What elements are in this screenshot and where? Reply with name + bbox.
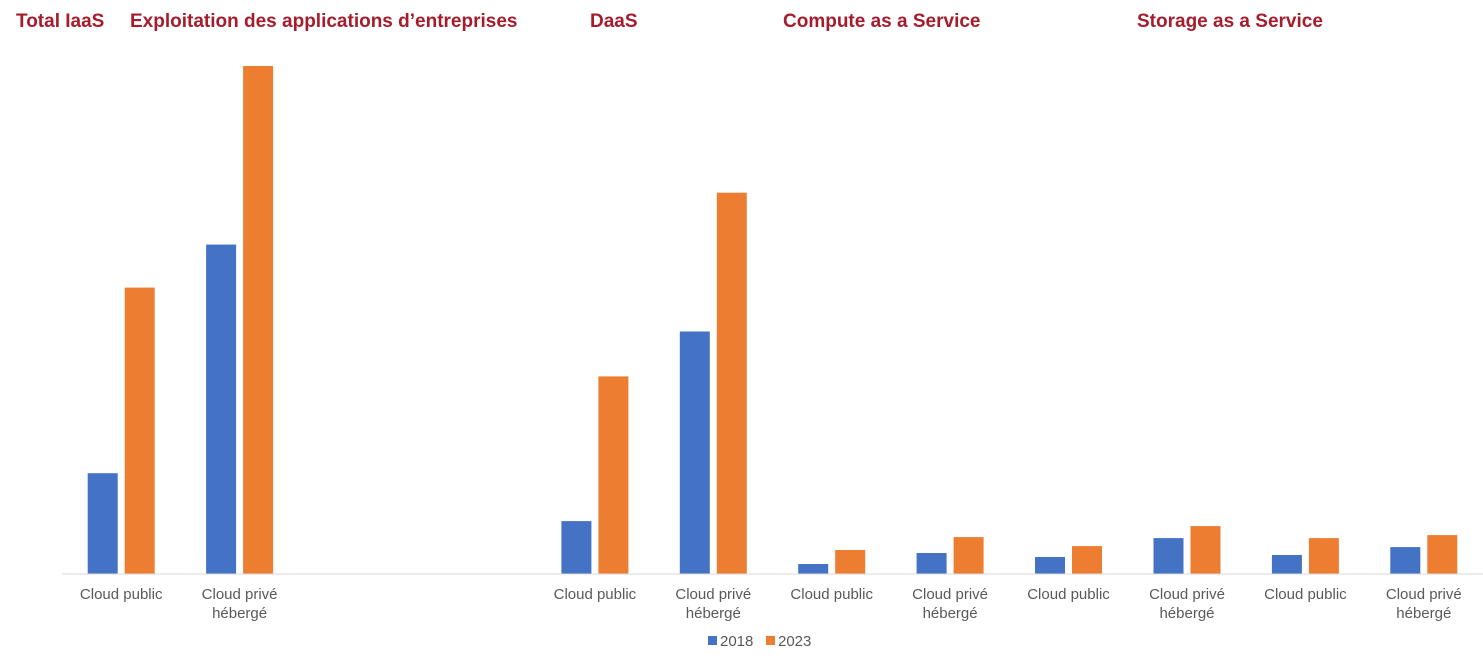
- x-tick-label: Cloud privé: [202, 586, 278, 603]
- bar-2018-category-7: [916, 553, 947, 574]
- legend-label-2018: 2018: [720, 633, 753, 650]
- x-tick-label: hébergé: [212, 605, 267, 622]
- bar-2023-category-4: [598, 376, 629, 574]
- bar-2018-category-1: [206, 244, 237, 574]
- x-tick-label: Cloud public: [1264, 586, 1347, 603]
- legend: 2018 2023: [708, 633, 811, 650]
- bar-2023-category-11: [1427, 535, 1458, 574]
- bar-2018-category-10: [1271, 555, 1302, 574]
- x-tick-label: Cloud privé: [1386, 586, 1462, 603]
- x-tick-label: hébergé: [1159, 605, 1214, 622]
- bar-2023-category-9: [1190, 526, 1221, 574]
- x-tick-label: hébergé: [686, 605, 741, 622]
- bar-2023-category-10: [1308, 538, 1339, 574]
- bar-2018-category-11: [1390, 547, 1421, 574]
- x-tick-label: Cloud public: [80, 586, 163, 603]
- bar-2023-category-6: [835, 550, 866, 574]
- legend-swatch-2018: [708, 636, 717, 645]
- group-title-total-iaas: Total IaaS: [16, 11, 104, 32]
- legend-label-2023: 2023: [778, 633, 811, 650]
- group-titles: Total IaaS Exploitation des applications…: [16, 11, 1323, 32]
- x-tick-label: Cloud privé: [1149, 586, 1225, 603]
- bar-2018-category-4: [561, 521, 592, 574]
- bar-2018-category-8: [1035, 557, 1065, 574]
- x-tick-label: hébergé: [923, 605, 978, 622]
- bar-2018-category-6: [798, 564, 829, 574]
- bars: [87, 66, 1458, 574]
- x-tick-label: Cloud privé: [912, 586, 988, 603]
- bar-2023-category-5: [716, 192, 747, 574]
- x-tick-label: Cloud public: [790, 586, 873, 603]
- group-title-compute: Compute as a Service: [783, 11, 980, 32]
- x-tick-label: Cloud public: [554, 586, 637, 603]
- bar-2023-category-7: [953, 537, 984, 574]
- legend-swatch-2023: [766, 636, 775, 645]
- bar-2023-category-8: [1072, 546, 1102, 574]
- bar-2018-category-9: [1153, 538, 1184, 574]
- bar-2018-category-0: [87, 473, 118, 574]
- group-title-daas: DaaS: [590, 11, 638, 32]
- x-tick-label: Cloud public: [1027, 586, 1110, 603]
- group-title-storage: Storage as a Service: [1137, 11, 1323, 32]
- bar-2023-category-1: [243, 66, 274, 574]
- x-tick-label: Cloud privé: [675, 586, 751, 603]
- bar-2023-category-0: [124, 287, 155, 574]
- bar-2018-category-5: [679, 331, 710, 574]
- x-tick-labels: Cloud public Cloud privé hébergé Cloud publ…: [80, 586, 1462, 622]
- group-title-applications: Exploitation des applications d’entrepri…: [130, 11, 517, 32]
- x-tick-label: hébergé: [1396, 605, 1451, 622]
